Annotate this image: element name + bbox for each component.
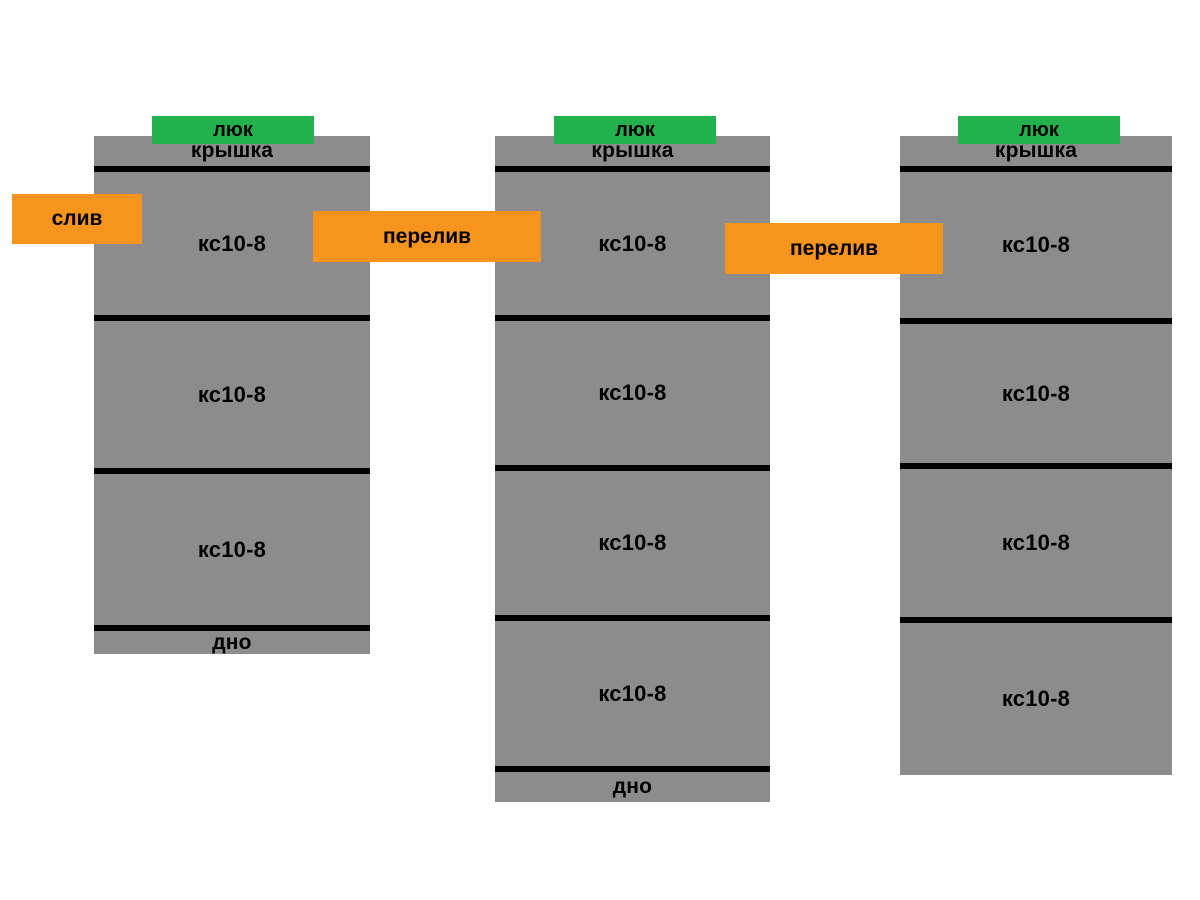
chamber-2-joint-1 <box>495 315 770 321</box>
pipe-label: перелив <box>382 224 472 248</box>
ring-label: кс10-8 <box>598 530 667 555</box>
bottom-label: дно <box>212 630 252 654</box>
ring-label: кс10-8 <box>1001 380 1071 406</box>
chamber-2-ring-3: кс10-8 <box>495 471 770 615</box>
ring-label: кс10-8 <box>197 230 267 256</box>
ring-label: кс10-8 <box>197 381 267 407</box>
chamber-3-joint-2 <box>900 463 1172 469</box>
hatch-tag-chamber-1: люк <box>152 116 314 144</box>
chamber-3-joint-1 <box>900 318 1172 324</box>
chamber-2-joint-bottom <box>495 766 770 772</box>
hatch-tag-chamber-3: люк <box>958 116 1120 144</box>
pipe-overflow-2-tag: перелив <box>725 223 943 274</box>
ring-label: кс10-8 <box>598 380 667 405</box>
chamber-2-ring-4: кс10-8 <box>495 621 770 766</box>
hatch-label: люк <box>213 118 253 141</box>
chamber-3-joint-3 <box>900 617 1172 623</box>
chamber-2-joint-cap <box>495 166 770 172</box>
chamber-2-ring-2: кс10-8 <box>495 321 770 465</box>
ring-label: кс10-8 <box>598 230 667 256</box>
chamber-2-joint-2 <box>495 465 770 471</box>
pipe-label: слив <box>51 207 103 230</box>
ring-label: кс10-8 <box>1001 232 1071 257</box>
ring-label: кс10-8 <box>1001 686 1071 711</box>
chamber-2-bottom: дно <box>495 772 770 802</box>
chamber-1-ring-2: кс10-8 <box>94 321 370 468</box>
chamber-1-joint-1 <box>94 315 370 321</box>
ring-label: кс10-8 <box>197 536 267 562</box>
chamber-3-ring-4: кс10-8 <box>900 623 1172 775</box>
chamber-1-joint-2 <box>94 468 370 474</box>
chamber-1-joint-cap <box>94 166 370 172</box>
hatch-label: люк <box>615 118 655 141</box>
bottom-label: дно <box>612 775 653 798</box>
pipe-drain-tag: слив <box>12 194 142 244</box>
chamber-1-bottom: дно <box>94 631 370 654</box>
chamber-1-ring-3: кс10-8 <box>94 474 370 625</box>
chamber-3-joint-cap <box>900 166 1172 172</box>
ring-label: кс10-8 <box>1001 530 1071 555</box>
ring-label: кс10-8 <box>598 680 667 706</box>
hatch-tag-chamber-2: люк <box>554 116 716 144</box>
chamber-3-ring-2: кс10-8 <box>900 324 1172 463</box>
chamber-1-joint-bottom <box>94 625 370 631</box>
hatch-label: люк <box>1019 118 1059 141</box>
pipe-overflow-1-tag: перелив <box>313 211 541 262</box>
chamber-3-ring-3: кс10-8 <box>900 469 1172 617</box>
pipe-label: перелив <box>789 236 879 260</box>
chamber-2-joint-3 <box>495 615 770 621</box>
chamber-3-shaft: крышка кс10-8 кс10-8 кс10-8 кс10-8 <box>900 136 1172 775</box>
